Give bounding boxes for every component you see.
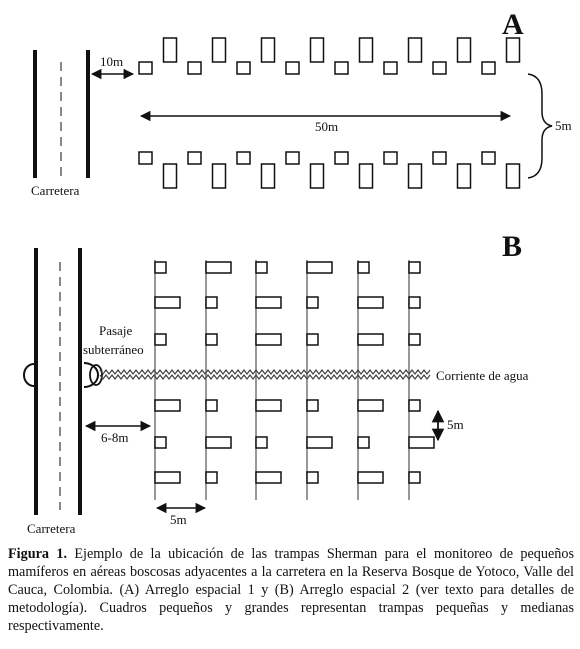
panel-a-bottom-trap-row: [138, 151, 521, 189]
small-trap: [236, 61, 251, 75]
small-trap: [205, 399, 218, 412]
panel-b-label: B: [502, 230, 522, 263]
small-trap: [154, 261, 167, 274]
panel-a: A Carretera 10m 50m 5m: [31, 8, 572, 198]
small-trap: [306, 471, 319, 484]
medium-trap: [358, 163, 374, 189]
panel-a-spacing-label: 10m: [100, 54, 123, 69]
small-trap: [408, 471, 421, 484]
small-trap: [154, 333, 167, 346]
caption-text: Ejemplo de la ubicación de las trampas S…: [8, 546, 575, 634]
panel-b-road-label: Carretera: [27, 521, 76, 536]
panel-b-underpass-label-2: subterráneo: [83, 342, 144, 357]
small-trap: [383, 151, 398, 165]
medium-trap: [357, 399, 384, 412]
figure-caption: Figura 1. Ejemplo de la ubicación de las…: [8, 545, 574, 635]
panel-b-underpass-ring: [89, 364, 103, 386]
medium-trap: [154, 399, 181, 412]
panel-b-road: [34, 248, 82, 515]
medium-trap: [162, 163, 178, 189]
small-trap: [205, 296, 218, 309]
medium-trap: [260, 163, 276, 189]
panel-b-traps: [154, 261, 435, 484]
medium-trap: [205, 436, 232, 449]
panel-b-line-spacing-label: 5m: [170, 512, 187, 527]
medium-trap: [408, 436, 435, 449]
small-trap: [357, 261, 370, 274]
small-trap: [383, 61, 398, 75]
small-trap: [138, 61, 153, 75]
medium-trap: [260, 37, 276, 63]
small-trap: [306, 333, 319, 346]
small-trap: [408, 261, 421, 274]
medium-trap: [358, 37, 374, 63]
small-trap: [255, 436, 268, 449]
small-trap: [432, 151, 447, 165]
panel-b-underpass-label-1: Pasaje: [99, 323, 132, 338]
medium-trap: [205, 261, 232, 274]
small-trap: [481, 151, 496, 165]
medium-trap: [255, 333, 282, 346]
panel-a-label: A: [502, 8, 524, 41]
medium-trap: [309, 163, 325, 189]
panel-a-road-label: Carretera: [31, 183, 80, 198]
medium-trap: [154, 471, 181, 484]
small-trap: [255, 261, 268, 274]
small-trap: [334, 61, 349, 75]
panel-b-stream: [99, 369, 431, 380]
small-trap: [285, 151, 300, 165]
medium-trap: [505, 163, 521, 189]
panel-a-row-gap-label: 5m: [555, 118, 572, 133]
panel-b-underpass-right-icon: [83, 362, 99, 388]
small-trap: [432, 61, 447, 75]
medium-trap: [306, 261, 333, 274]
medium-trap: [255, 399, 282, 412]
medium-trap: [505, 37, 521, 63]
small-trap: [306, 296, 319, 309]
small-trap: [334, 151, 349, 165]
medium-trap: [211, 37, 227, 63]
panel-b: B Carretera Pasaje subterráneo Corriente…: [23, 230, 529, 536]
panel-a-brace: [527, 73, 553, 179]
medium-trap: [407, 37, 423, 63]
caption-title: Figura 1.: [8, 546, 67, 562]
small-trap: [408, 333, 421, 346]
small-trap: [408, 399, 421, 412]
small-trap: [408, 296, 421, 309]
panel-b-underpass-left-icon: [23, 363, 35, 387]
small-trap: [236, 151, 251, 165]
small-trap: [285, 61, 300, 75]
medium-trap: [211, 163, 227, 189]
trap-layout-figure: A Carretera 10m 50m 5m B Carretera: [23, 8, 572, 536]
medium-trap: [357, 296, 384, 309]
small-trap: [187, 61, 202, 75]
small-trap: [154, 436, 167, 449]
small-trap: [357, 436, 370, 449]
small-trap: [205, 333, 218, 346]
medium-trap: [255, 296, 282, 309]
medium-trap: [357, 471, 384, 484]
panel-b-road-distance-label: 6-8m: [101, 430, 128, 445]
panel-a-road: [33, 50, 90, 178]
medium-trap: [309, 37, 325, 63]
medium-trap: [357, 333, 384, 346]
panel-b-vertical-spacing-label: 5m: [447, 417, 464, 432]
small-trap: [306, 399, 319, 412]
panel-b-stream-label: Corriente de agua: [436, 368, 529, 383]
medium-trap: [162, 37, 178, 63]
medium-trap: [306, 436, 333, 449]
small-trap: [138, 151, 153, 165]
small-trap: [205, 471, 218, 484]
medium-trap: [456, 37, 472, 63]
panel-b-transect-lines: [154, 260, 410, 500]
medium-trap: [407, 163, 423, 189]
small-trap: [187, 151, 202, 165]
medium-trap: [456, 163, 472, 189]
panel-a-top-trap-row: [138, 37, 521, 75]
panel-a-length-label: 50m: [315, 119, 338, 134]
medium-trap: [154, 296, 181, 309]
small-trap: [481, 61, 496, 75]
medium-trap: [255, 471, 282, 484]
